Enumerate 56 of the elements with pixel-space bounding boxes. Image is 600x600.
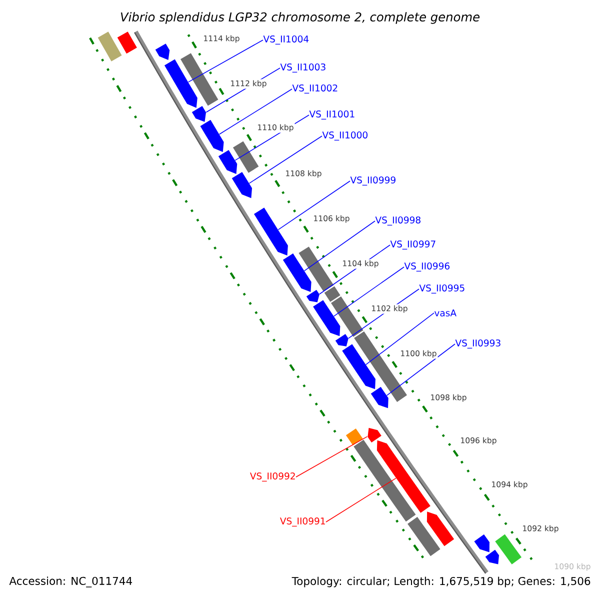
feature-bar bbox=[346, 428, 363, 446]
leader-line bbox=[386, 344, 456, 396]
gene-feature bbox=[342, 344, 376, 390]
gene-feature bbox=[370, 386, 388, 408]
gene-feature bbox=[218, 150, 238, 174]
gene-feature bbox=[164, 59, 198, 108]
feature-bar bbox=[324, 286, 340, 302]
feature-bar bbox=[298, 246, 334, 292]
footer-text: Topology: circular; Length: 1,675,519 bp; Genes: 1,506 bbox=[292, 576, 590, 588]
leader-line bbox=[304, 220, 376, 272]
gene-label: VS_II0991 bbox=[280, 517, 325, 527]
gene-label: VS_II1001 bbox=[309, 110, 354, 120]
leader-line bbox=[296, 436, 368, 478]
gene-label: vasA bbox=[434, 310, 456, 316]
feature-bar bbox=[354, 440, 416, 522]
leader-line bbox=[334, 266, 404, 317]
gene-label: VS_II0995 bbox=[419, 284, 464, 294]
gene-feature bbox=[313, 300, 340, 336]
feature-bar bbox=[98, 32, 122, 62]
leader-line bbox=[366, 312, 434, 365]
feature-bar bbox=[331, 296, 364, 337]
gene-feature bbox=[192, 106, 206, 122]
gene-feature bbox=[200, 120, 224, 152]
leader-line bbox=[218, 88, 292, 135]
feature-bar bbox=[232, 141, 259, 173]
gene-feature bbox=[485, 550, 500, 564]
title: Vibrio splendidus LGP32 chromosome 2, complete genome bbox=[120, 12, 480, 24]
gene-feature bbox=[426, 512, 454, 546]
feature-bar bbox=[180, 53, 218, 106]
gene-feature bbox=[155, 44, 170, 60]
gene-feature bbox=[376, 440, 430, 513]
gene-label: VS_II0998 bbox=[375, 216, 420, 226]
gene-label: VS_II1002 bbox=[292, 84, 338, 94]
leader-line bbox=[278, 180, 350, 230]
gene-label: VS_II0993 bbox=[455, 339, 500, 349]
leader-line bbox=[188, 40, 264, 82]
leader-line bbox=[326, 478, 396, 522]
gene-feature bbox=[474, 534, 490, 552]
gene-feature bbox=[232, 172, 252, 198]
gene-feature bbox=[254, 208, 288, 256]
feature-bar bbox=[117, 32, 137, 54]
footer-text: Accession: NC_011744 bbox=[9, 576, 132, 588]
gene-label: VS_II0999 bbox=[350, 176, 396, 186]
gene-feature bbox=[368, 428, 382, 442]
feature-bar bbox=[408, 516, 440, 556]
gene-feature bbox=[282, 253, 312, 292]
gene-label: VS_II0997 bbox=[390, 240, 436, 250]
leader-line bbox=[248, 136, 322, 184]
gene-feature bbox=[335, 334, 348, 346]
gene-label: VS_II1004 bbox=[263, 35, 309, 45]
gene-feature bbox=[306, 290, 320, 302]
gene-label: VS_II0992 bbox=[250, 472, 295, 482]
feature-bar bbox=[495, 534, 522, 564]
gene-label: VS_II1003 bbox=[280, 63, 326, 73]
gene-label: VS_II1000 bbox=[322, 131, 368, 141]
gene-label: VS_II0996 bbox=[404, 262, 450, 272]
